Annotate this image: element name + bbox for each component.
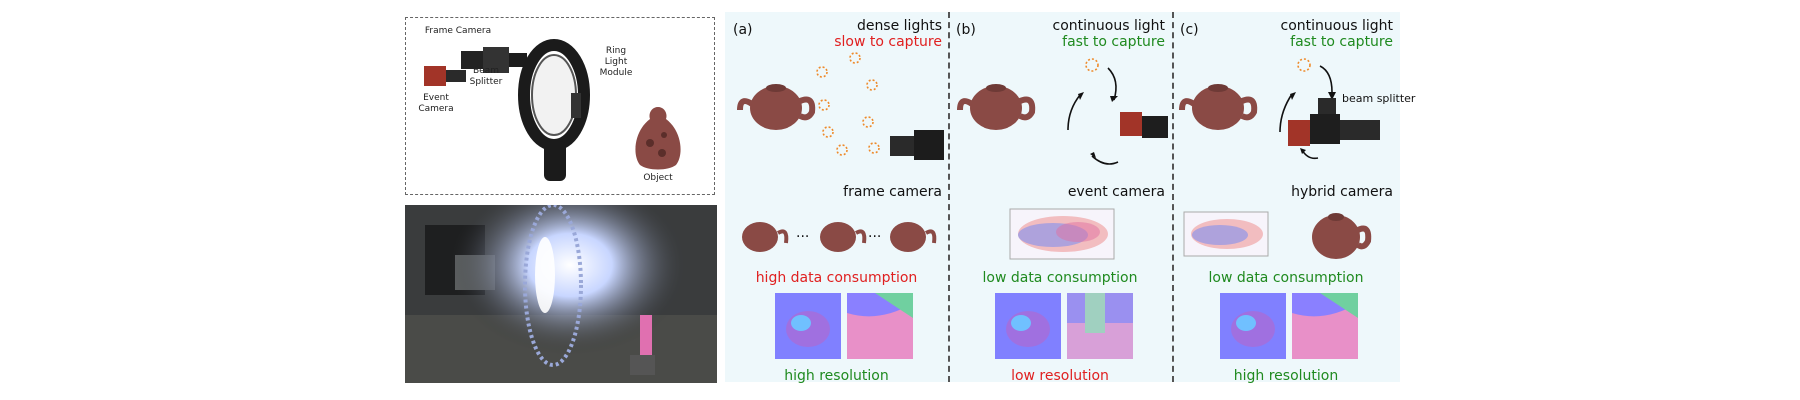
normal-map-pair: [1220, 293, 1358, 359]
event-stream-volume: [1183, 211, 1269, 257]
panel-divider: [948, 12, 950, 382]
ring-light-icon: [518, 39, 590, 181]
normal-map-pair: [775, 293, 913, 359]
teapot-icon: [957, 84, 1036, 130]
panel-b-light-label: continuous light: [1052, 18, 1165, 34]
teapot-icon: [737, 84, 816, 130]
event-stream-volume: [1009, 208, 1115, 260]
event-camera-label: Event Camera: [418, 93, 454, 114]
setup-diagram: Frame Camera Beam Splitter Event Camera …: [405, 17, 715, 195]
panel-c-camera-label: hybrid camera: [1291, 184, 1393, 200]
event-camera-icon: [424, 66, 466, 86]
setup-photo: [405, 205, 717, 383]
panel-a-id: (a): [733, 22, 753, 38]
captured-images-row: [742, 222, 937, 252]
frame-camera-label: Frame Camera: [424, 26, 492, 36]
panel-c-light-label: continuous light: [1280, 18, 1393, 34]
panel-a-capture-label: slow to capture: [834, 34, 942, 50]
frame-camera-icon: [461, 47, 527, 73]
panel-b-camera-label: event camera: [1067, 184, 1165, 200]
panel-c-resolution-label: high resolution: [1233, 368, 1339, 384]
frames-ellipsis: ...: [796, 225, 810, 241]
teapot-icon: [1312, 213, 1372, 259]
object-icon: [635, 107, 681, 170]
teapot-icon: [1179, 84, 1258, 130]
panel-divider: [1172, 12, 1174, 382]
ring-light-module-label: Ring Light Module: [599, 46, 633, 78]
panel-b-capture-label: fast to capture: [1062, 34, 1165, 50]
panel-a-camera-label: frame camera: [843, 184, 942, 200]
panel-c-beam-splitter-label: beam splitter: [1342, 92, 1416, 105]
panel-a-resolution-label: high resolution: [784, 368, 889, 384]
panel-c-data-label: low data consumption: [1208, 270, 1364, 286]
frame-camera-icon: [890, 130, 944, 160]
dense-lights-icon: [816, 52, 880, 156]
normal-map-pair: [995, 293, 1133, 359]
panel-c-id: (c): [1180, 22, 1199, 38]
continuous-light-cycle: [1067, 58, 1168, 165]
panel-a-data-label: high data consumption: [755, 270, 918, 286]
hybrid-camera-cycle: [1279, 58, 1380, 160]
panel-b-resolution-label: low resolution: [1011, 368, 1109, 384]
beam-splitter-label: Beam Splitter: [469, 66, 503, 87]
panel-c-capture-label: fast to capture: [1290, 34, 1393, 50]
panel-b-data-label: low data consumption: [982, 270, 1138, 286]
frames-ellipsis: ...: [868, 225, 882, 241]
panel-a-light-label: dense lights: [856, 18, 942, 34]
panel-b-id: (b): [956, 22, 976, 38]
object-label: Object: [643, 173, 673, 183]
lab-photo-illustration: [405, 205, 717, 383]
